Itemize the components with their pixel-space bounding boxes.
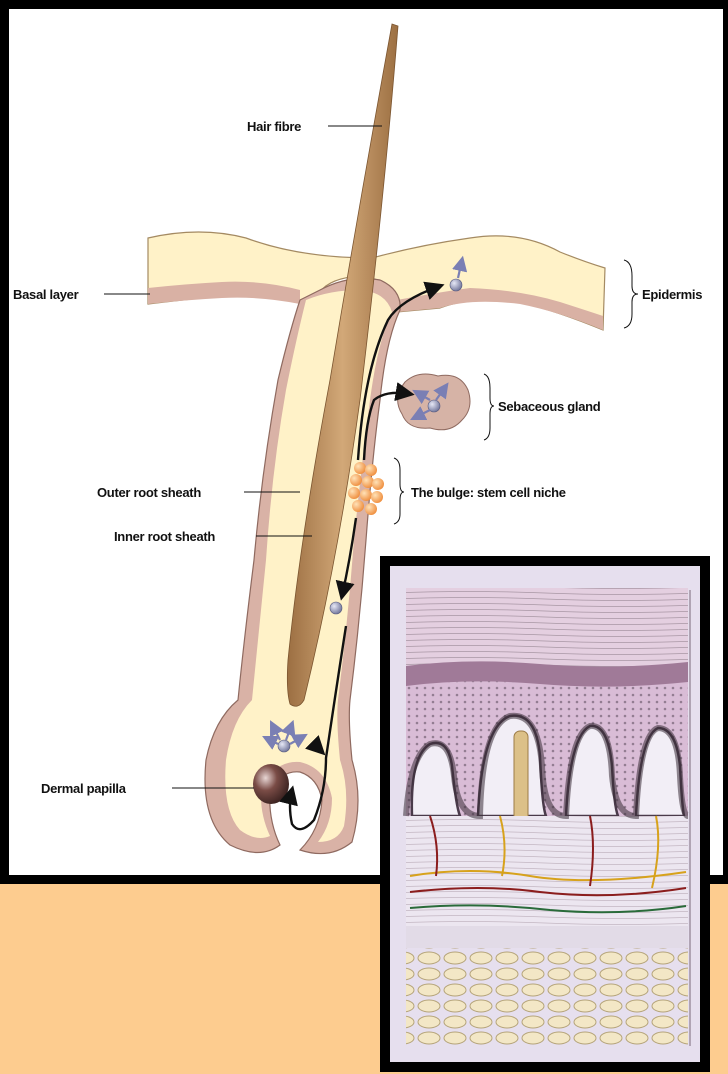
label-inner-root-sheath: Inner root sheath — [114, 529, 215, 544]
label-bulge: The bulge: stem cell niche — [411, 485, 566, 500]
skin-histology-illustration — [390, 566, 700, 1062]
label-epidermis: Epidermis — [642, 287, 702, 302]
histology-inset-frame — [380, 556, 710, 1072]
label-sebaceous-gland: Sebaceous gland — [498, 399, 600, 414]
label-hair-fibre: Hair fibre — [247, 119, 301, 134]
skin-section-drawing — [390, 566, 700, 1062]
label-dermal-papilla: Dermal papilla — [41, 781, 126, 796]
dermal-papilla — [253, 764, 289, 804]
label-basal-layer: Basal layer — [13, 287, 78, 302]
label-outer-root-sheath: Outer root sheath — [97, 485, 201, 500]
